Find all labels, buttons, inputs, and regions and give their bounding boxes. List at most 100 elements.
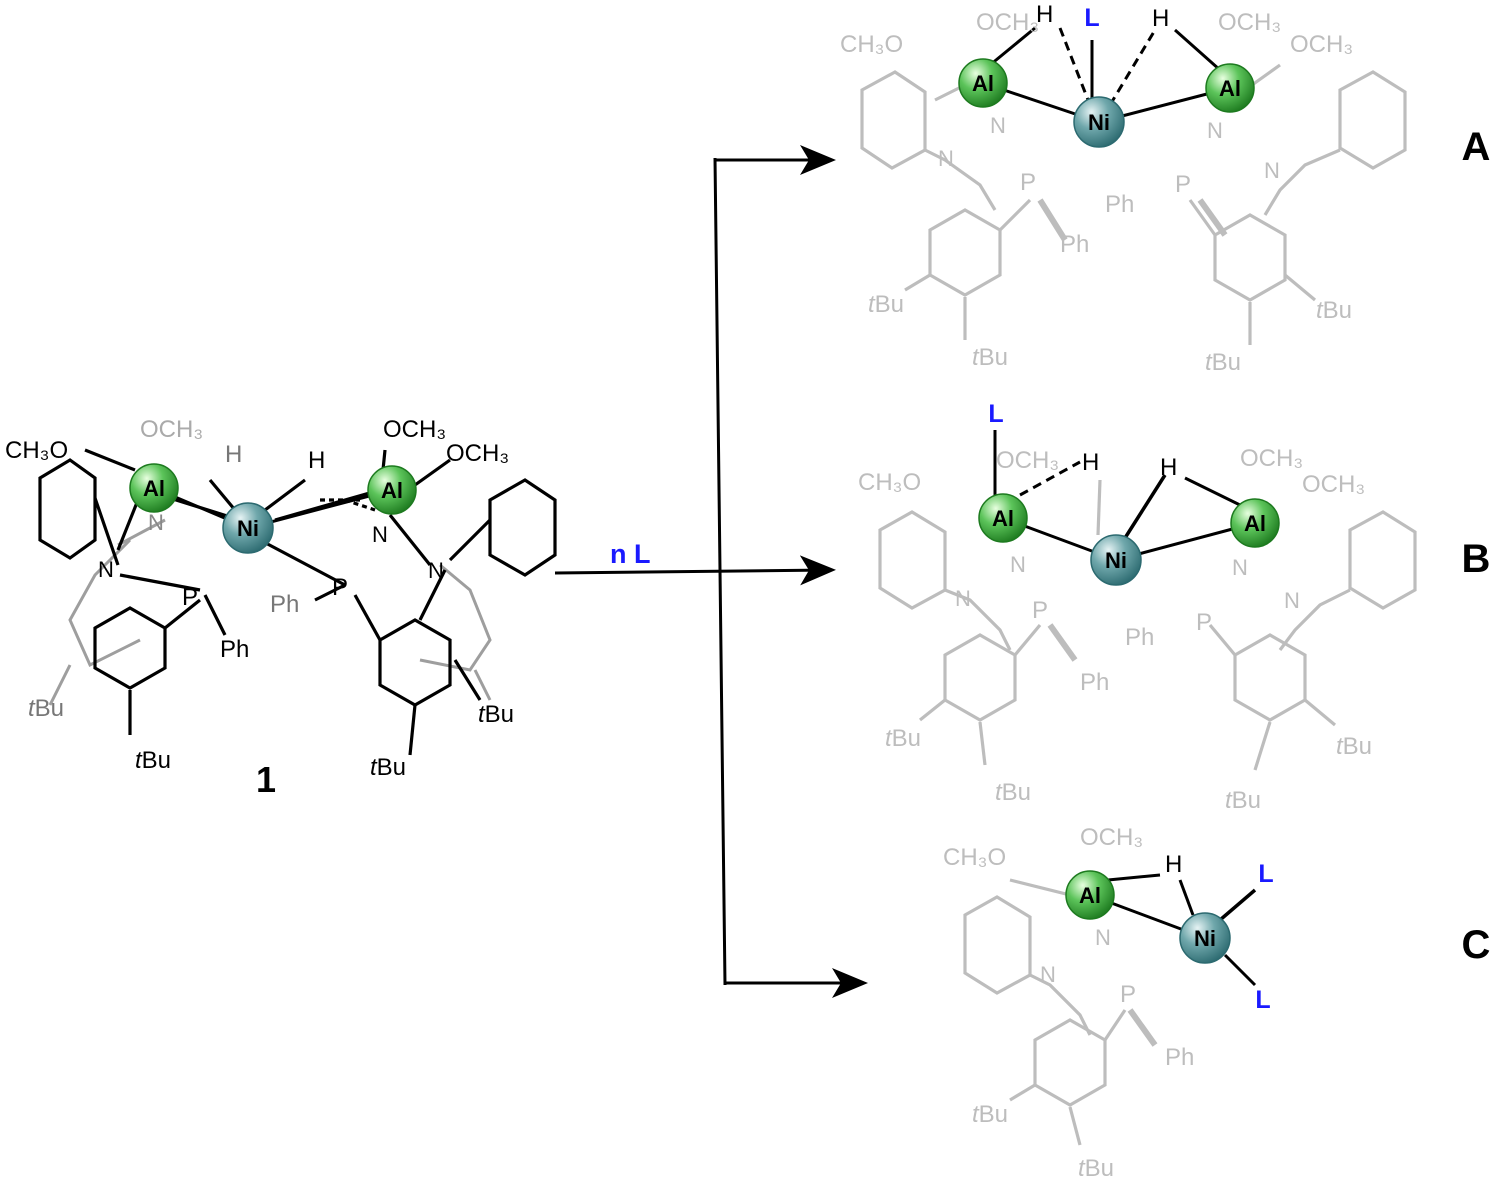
al-label: Al [1219,76,1241,101]
reaction-arrows [554,145,868,998]
n-label: N [372,522,388,547]
p-label: P [182,584,198,611]
ome-label: OCH₃ [996,447,1059,474]
ligand-label: L [1255,986,1270,1014]
n-label: N [1040,962,1056,987]
n-label: N [1010,552,1026,577]
ph-label: Ph [270,591,299,618]
tbu-label: tBu [995,779,1031,806]
ome-label: OCH₃ [1080,824,1143,851]
p-label: P [1032,597,1048,624]
al-atom-left [129,463,179,513]
tbu-label: tBu [1225,787,1261,814]
n-label: N [1095,925,1111,950]
ni-label: Ni [1088,110,1110,135]
tbu-label: tBu [28,695,64,722]
p-label: P [1120,981,1136,1008]
ni-label: Ni [1105,548,1127,573]
n-label: N [98,557,114,582]
tbu-label: tBu [135,747,171,774]
p-label: P [1175,171,1191,198]
ni-atom [222,502,274,554]
ni-atom [1090,534,1142,586]
n-label: N [1207,118,1223,143]
ome-label: CH₃O [5,437,68,464]
p-label: P [1020,169,1036,196]
ni-atom [1073,96,1125,148]
n-label: N [938,146,954,171]
ome-label: CH₃O [943,844,1006,871]
compound-1: Al Al Ni CH₃O OCH₃ OCH₃ OCH₃ H H N N N N… [5,416,557,800]
ni-label: Ni [237,516,259,541]
al-atom [978,493,1028,543]
ome-label: CH₃O [840,31,903,58]
ph-label: Ph [1105,191,1134,218]
ph-label: Ph [220,636,249,663]
h-label: H [1165,851,1182,878]
p-label: P [332,574,348,601]
al-atom [958,58,1008,108]
tbu-label: tBu [972,1101,1008,1128]
p-label: P [1196,609,1212,636]
al-label: Al [992,506,1014,531]
tbu-label: tBu [868,291,904,318]
h-label: H [1152,5,1169,32]
ligand-label: L [988,400,1003,428]
n-label: N [1232,555,1248,580]
ligand-label: L [1084,4,1099,32]
h-label: H [1160,454,1177,481]
ni-atom [1179,912,1231,964]
al-label: Al [381,478,403,503]
tbu-label: tBu [1078,1155,1114,1182]
n-label: N [428,558,444,583]
h-label: H [1036,1,1053,28]
reagent-label: n L [610,539,651,569]
n-label: N [148,510,164,535]
tbu-label: tBu [478,701,514,728]
ph-label: Ph [1125,624,1154,651]
n-label: N [1264,158,1280,183]
al-atom [1230,498,1280,548]
al-atom [1205,63,1255,113]
ni-label: Ni [1194,926,1216,951]
al-label: Al [143,476,165,501]
product-label-a: A [1462,125,1491,169]
tbu-label: tBu [1336,733,1372,760]
ome-label: OCH₃ [446,440,509,467]
product-b: Al Al Ni L H H CH₃O OCH₃ OCH₃ OCH₃ N N N… [858,400,1490,814]
tbu-label: tBu [370,754,406,781]
ome-label-ghost: OCH₃ [140,416,203,443]
al-label: Al [972,71,994,96]
ome-label: OCH₃ [1240,445,1303,472]
product-a: Al Al Ni L H H CH₃O OCH₃ OCH₃ OCH₃ N N N… [840,1,1490,376]
product-c: Al Ni L L H CH₃O OCH₃ N N P Ph tBu tBu C [943,824,1490,1182]
al-label: Al [1244,511,1266,536]
al-label: Al [1079,883,1101,908]
ome-label: OCH₃ [1302,471,1365,498]
tbu-label: tBu [1205,349,1241,376]
tbu-label: tBu [972,344,1008,371]
al-atom-right [367,465,417,515]
ph-label: Ph [1165,1044,1194,1071]
tbu-label: tBu [885,725,921,752]
tbu-label: tBu [1316,297,1352,324]
ome-label: CH₃O [858,469,921,496]
n-label: N [955,586,971,611]
compound-label: 1 [256,759,276,800]
ome-label: OCH₃ [976,9,1039,36]
ph-label: Ph [1080,669,1109,696]
ph-label: Ph [1060,231,1089,258]
ome-label: OCH₃ [1218,9,1281,36]
product-label-c: C [1462,923,1491,967]
ligand-label: L [1258,860,1273,888]
al-atom [1065,870,1115,920]
ome-label: OCH₃ [1290,31,1353,58]
product-label-b: B [1462,537,1491,581]
h-label: H [308,447,325,474]
h-label: H [225,441,242,468]
n-label: N [1284,588,1300,613]
h-label: H [1082,449,1099,476]
n-label: N [990,113,1006,138]
